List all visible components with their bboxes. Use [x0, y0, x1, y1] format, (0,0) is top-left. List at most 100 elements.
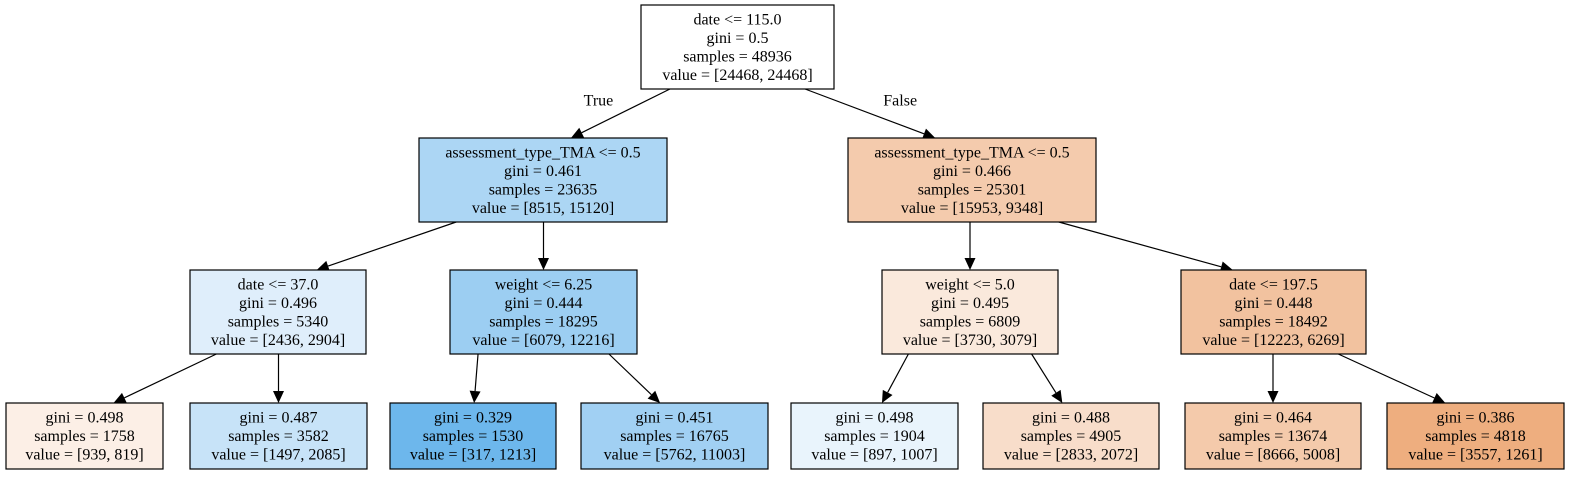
node-box: [847, 137, 1097, 223]
node-line: value = [8666, 5008]: [1206, 447, 1340, 464]
edge-line: [474, 353, 479, 392]
node-line: assessment_type_TMA <= 0.5: [874, 144, 1069, 161]
node-line: value = [897, 1007]: [811, 447, 937, 464]
node-line: gini = 0.495: [931, 295, 1009, 312]
node-box: [1386, 402, 1565, 470]
node-line: value = [5762, 11003]: [604, 447, 746, 464]
edge-n3-n8: [273, 354, 284, 403]
edge-n4-n9: [469, 353, 481, 403]
node-box: [1184, 402, 1362, 470]
node-line: samples = 3582: [228, 428, 329, 445]
node-line: value = [317, 1213]: [410, 447, 536, 464]
node-line: gini = 0.498: [836, 410, 914, 427]
node-box: [189, 402, 368, 470]
node-line: samples = 5340: [228, 313, 329, 330]
edge-line: [1058, 221, 1222, 268]
node-box: [881, 269, 1059, 355]
node-line: value = [2436, 2904]: [211, 332, 345, 349]
node-line: date <= 115.0: [693, 11, 781, 28]
node-line: gini = 0.386: [1437, 410, 1515, 427]
edge-line: [804, 88, 925, 135]
node-line: value = [12223, 6269]: [1202, 332, 1344, 349]
edge-label-false: False: [883, 93, 917, 110]
node-line: value = [8515, 15120]: [472, 200, 614, 217]
arrowhead: [570, 127, 585, 138]
node-box: [189, 269, 367, 355]
node-line: gini = 0.466: [933, 163, 1011, 180]
node-line: samples = 18492: [1219, 313, 1328, 330]
node-line: samples = 1530: [423, 428, 524, 445]
node-line: gini = 0.451: [636, 410, 714, 427]
node-line: samples = 4818: [1425, 428, 1526, 445]
arrowhead: [538, 258, 549, 270]
node-line: value = [1497, 2085]: [211, 447, 345, 464]
node-box: [790, 402, 959, 470]
node-line: gini = 0.464: [1234, 410, 1312, 427]
edge-n6-n14: [1338, 353, 1446, 404]
node-line: date <= 197.5: [1229, 276, 1318, 293]
node-line: assessment_type_TMA <= 0.5: [445, 144, 640, 161]
node-line: gini = 0.329: [434, 410, 512, 427]
node-box: [389, 402, 557, 470]
node-line: samples = 6809: [920, 313, 1021, 330]
node-line: value = [3557, 1261]: [1408, 447, 1542, 464]
node-box: [982, 402, 1160, 470]
node-line: gini = 0.496: [239, 295, 317, 312]
node-line: gini = 0.444: [505, 295, 583, 312]
edge-n4-n10: [608, 353, 661, 403]
node-line: weight <= 6.25: [495, 276, 593, 293]
arrowhead: [273, 391, 284, 403]
node-line: gini = 0.498: [46, 410, 124, 427]
arrowhead: [113, 392, 127, 403]
node-line: value = [24468, 24468]: [662, 67, 812, 84]
edge-n2-n6: [1058, 221, 1233, 273]
edge-n2-n5: [964, 222, 976, 270]
node-box: [5, 402, 164, 470]
arrowhead: [964, 258, 976, 270]
edge-n3-n7: [113, 353, 217, 403]
arrowhead: [881, 389, 893, 403]
node-line: samples = 48936: [683, 48, 792, 65]
node-line: value = [2833, 2072]: [1004, 447, 1138, 464]
node-line: weight <= 5.0: [925, 276, 1015, 293]
node-line: samples = 1758: [34, 428, 135, 445]
edge-line: [1338, 353, 1435, 399]
node-box: [640, 4, 835, 90]
edge-n1-n3: [316, 221, 457, 272]
node-line: samples = 4905: [1021, 428, 1122, 445]
arrowhead: [647, 390, 661, 403]
node-box: [418, 137, 668, 223]
arrowhead: [316, 260, 330, 272]
edge-n5-n12: [1031, 353, 1063, 403]
edge-n6-n13: [1267, 354, 1279, 403]
edge-line: [887, 353, 909, 393]
arrowhead: [1267, 391, 1279, 403]
node-line: samples = 13674: [1219, 428, 1328, 445]
edge-line: [327, 221, 457, 267]
node-line: gini = 0.488: [1032, 410, 1110, 427]
edge-n0-n2: False: [804, 88, 936, 139]
node-line: gini = 0.448: [1235, 295, 1313, 312]
edges-layer: True False: [113, 88, 1446, 404]
edge-n1-n4: [538, 222, 549, 270]
node-box: [580, 402, 769, 470]
node-line: samples = 18295: [489, 313, 598, 330]
edge-label-true: True: [584, 93, 614, 110]
edge-line: [581, 88, 671, 134]
edge-n5-n11: [881, 353, 909, 403]
arrowhead: [922, 128, 936, 139]
